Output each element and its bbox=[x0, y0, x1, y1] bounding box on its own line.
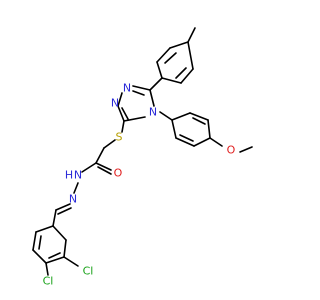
atom-n-imine: N bbox=[69, 193, 77, 206]
atom-n-hydrazide-nh: N bbox=[74, 169, 82, 182]
atom-n-ring-substituted: N bbox=[149, 106, 157, 119]
atom-n-ring-top: N bbox=[123, 82, 131, 95]
atom-label-layer: N N N S O O N H N Cl Cl bbox=[43, 82, 236, 288]
atom-h-hydrazide: H bbox=[65, 169, 73, 182]
atom-o-methoxy: O bbox=[227, 144, 236, 157]
atom-n-ring-bottom: N bbox=[111, 97, 119, 110]
atom-s-thioether: S bbox=[116, 131, 123, 144]
atom-cl-upper: Cl bbox=[43, 275, 54, 288]
molecule-structure-diagram: N N N S O O N H N Cl Cl bbox=[32, 27, 253, 288]
bond-layer bbox=[32, 27, 253, 276]
atom-cl-lower: Cl bbox=[83, 265, 94, 278]
atom-o-carbonyl: O bbox=[114, 167, 123, 180]
